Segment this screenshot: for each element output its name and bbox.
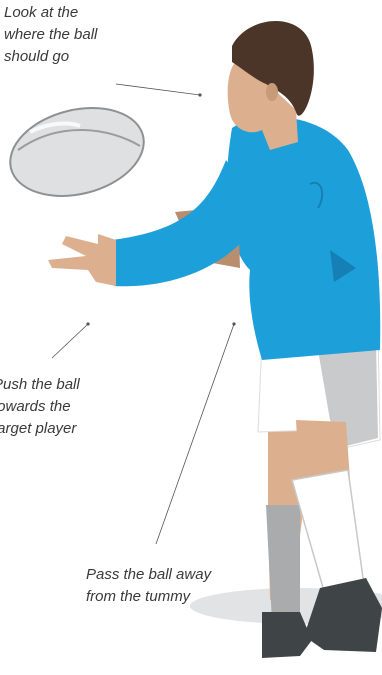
push-annotation-line: towards the — [0, 396, 80, 418]
look-annotation-line: should go — [4, 46, 97, 68]
shirt — [227, 117, 380, 360]
pass-annotation: Pass the ball away from the tummy — [86, 564, 211, 608]
rugby-ball-icon — [1, 95, 153, 209]
look-annotation: Look at the where the ball should go — [4, 2, 97, 68]
look-annotation-line: Look at the — [4, 2, 97, 24]
pass-leader-line — [156, 324, 234, 544]
pass-annotation-line: Pass the ball away — [86, 564, 211, 586]
pass-annotation-line: from the tummy — [86, 586, 211, 608]
push-annotation: Push the ball towards the target player — [0, 374, 80, 440]
look-annotation-line: where the ball — [4, 24, 97, 46]
push-annotation-line: Push the ball — [0, 374, 80, 396]
push-leader-line — [52, 324, 88, 358]
look-leader-line — [116, 84, 200, 95]
push-annotation-line: target player — [0, 418, 80, 440]
